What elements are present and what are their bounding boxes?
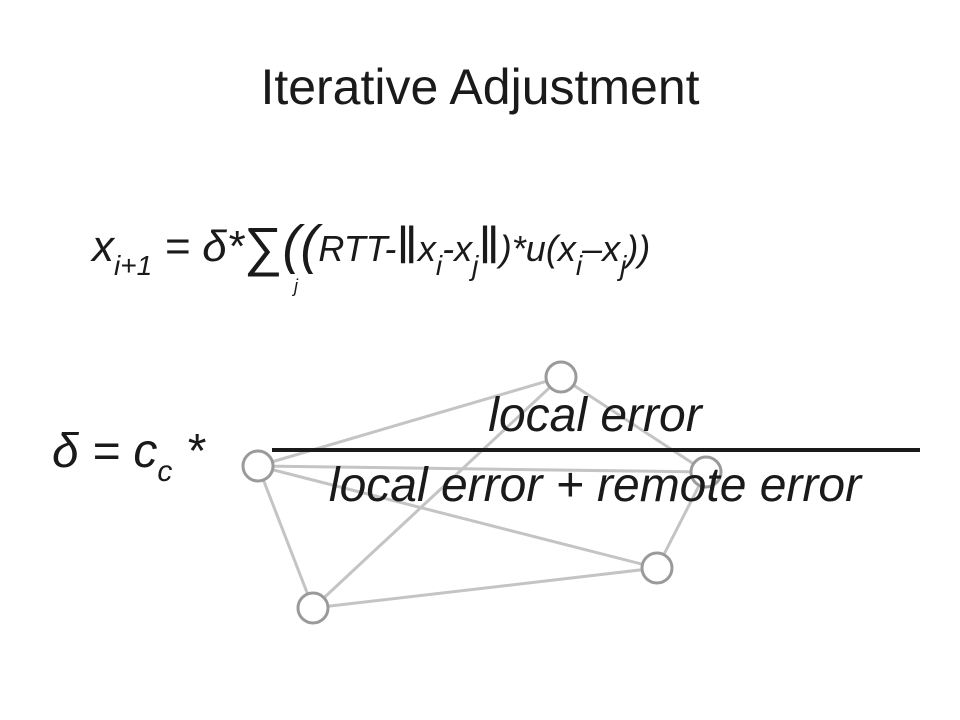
- graph-node: [640, 551, 674, 585]
- fraction-denominator: local error + remote error: [328, 459, 862, 512]
- graph-edge: [257, 464, 707, 474]
- eq1-close-parens: )): [626, 228, 651, 269]
- eq1-xi-sub: i: [435, 250, 443, 281]
- graph-edge: [257, 464, 658, 570]
- sum-index: j: [294, 276, 298, 296]
- graph-node: [689, 455, 723, 489]
- eq1-norm-close: ‖: [478, 217, 500, 275]
- eq1-equals: = δ*: [152, 222, 244, 271]
- eq1-xj2: x: [602, 228, 621, 269]
- graph-node: [241, 449, 275, 483]
- fraction-bar: [272, 448, 920, 452]
- delta-equation-lhs: δ = cc *: [52, 425, 205, 487]
- eq1-lhs-var: x: [92, 222, 114, 271]
- eq1-open-parens: ((: [282, 215, 319, 275]
- eq1-xj: x: [454, 228, 473, 269]
- eq1-lhs-sub: i+1: [114, 250, 153, 281]
- eq1-xj2-sub: j: [620, 250, 627, 281]
- eq1-dash: –: [582, 228, 603, 269]
- eq1-tail: )*u(: [499, 228, 558, 269]
- eq1-xi2: x: [557, 228, 576, 269]
- eq1-xi2-sub: i: [575, 250, 583, 281]
- graph-edge: [560, 375, 707, 474]
- graph-edge: [311, 375, 563, 610]
- graph-edge: [312, 566, 658, 610]
- graph-edge: [256, 465, 315, 609]
- graph-node: [296, 591, 330, 625]
- eq1-rtt: RTT-: [318, 228, 397, 269]
- eq2-lhs: δ = c: [52, 425, 158, 478]
- fraction-numerator: local error: [488, 389, 702, 442]
- graph-node: [544, 360, 578, 394]
- update-equation: xi+1 = δ*∑((RTT-‖xi-xj‖)*u(xi–xj)): [92, 216, 651, 280]
- eq1-minus: -: [442, 228, 455, 269]
- sum-symbol: ∑: [243, 217, 283, 277]
- eq2-c-sub: c: [157, 455, 173, 488]
- eq2-times: *: [172, 425, 205, 478]
- eq1-xj-sub: j: [472, 250, 479, 281]
- graph-edge: [655, 471, 708, 569]
- eq1-xi: x: [417, 228, 436, 269]
- eq1-norm-open: ‖: [396, 217, 418, 275]
- slide-title: Iterative Adjustment: [260, 59, 700, 115]
